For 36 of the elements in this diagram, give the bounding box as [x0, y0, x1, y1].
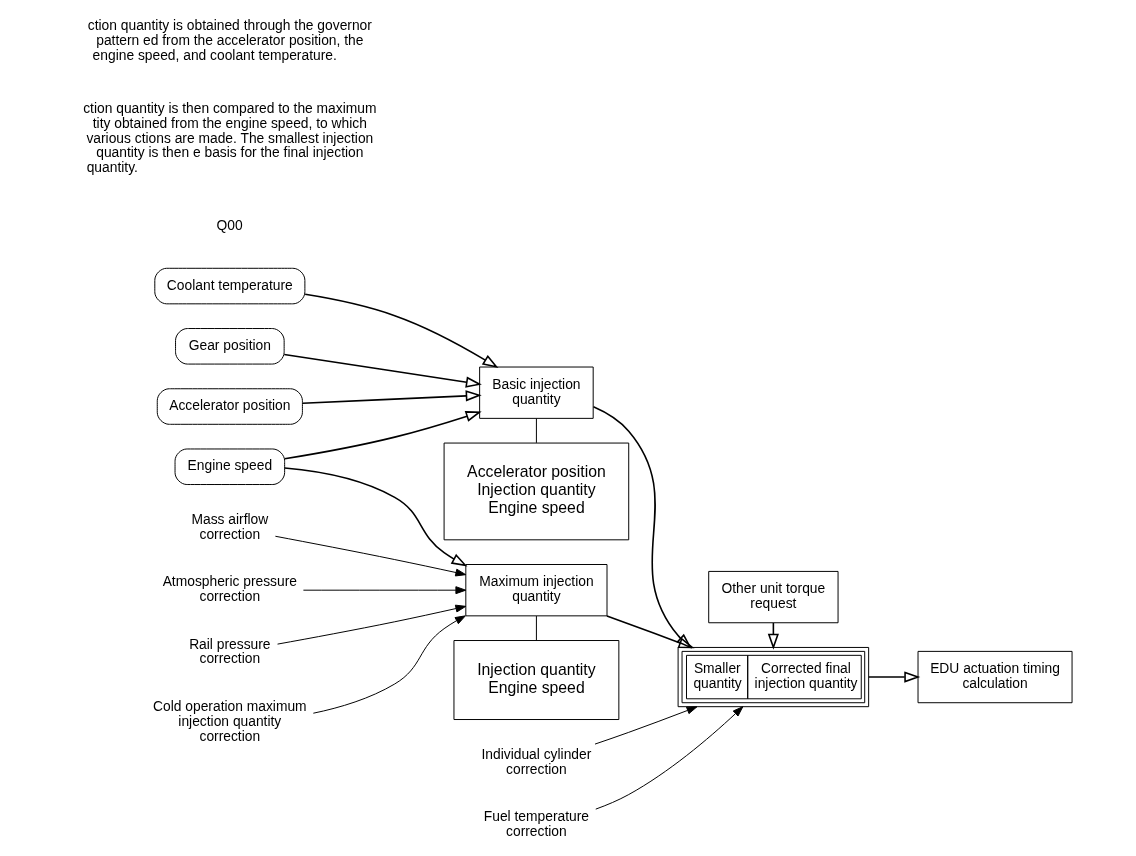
- connector: [535, 418, 537, 444]
- node-box: Accelerator position Injection quantity Engine speed: [443, 442, 629, 541]
- node-box: Injection quantity Engine speed: [452, 640, 619, 720]
- arrow: [274, 535, 466, 577]
- node-box: EDU actuation timing calculation: [917, 650, 1073, 704]
- arrow: [867, 671, 920, 683]
- arrow: [303, 293, 498, 369]
- arrow: [594, 706, 697, 745]
- arrow: [302, 586, 466, 595]
- arrow: [276, 604, 466, 645]
- connector: [535, 615, 537, 641]
- node-text: Cold operation maximum injection quantity correction: [152, 698, 307, 744]
- node-box: Other unit torque request: [707, 570, 839, 624]
- label: Q00: [216, 216, 243, 233]
- arrow: [594, 706, 743, 810]
- node-box: Smaller quantity Corrected final injection quantity: [677, 646, 869, 708]
- node-text: Mass airflow correction: [190, 511, 268, 543]
- node-box: Accelerator position: [156, 388, 303, 425]
- node-box: Maximum injection quantity: [464, 564, 607, 617]
- node-text: Individual cylinder correction: [481, 746, 591, 778]
- node-text: Atmospheric pressure correction: [162, 573, 297, 605]
- node-box: Coolant temperature: [153, 267, 305, 305]
- node-text: Fuel temperature correction: [483, 808, 589, 840]
- label: ction quantity is then compared to the maximum tity obtained from the engine speed, to which various ctions are made. The smallest injection quantity is then e basis for the final injection quantity.: [82, 99, 376, 176]
- arrow: [301, 390, 482, 405]
- node-text: Rail pressure correction: [188, 635, 271, 667]
- arrow: [592, 406, 692, 649]
- node-box: Engine speed: [174, 448, 285, 486]
- label: ction quantity is obtained through the governor pattern ed from the accelerator position, the engine speed, and coolant temperature.: [87, 17, 372, 63]
- arrow: [605, 615, 694, 649]
- arrow: [312, 615, 466, 714]
- node-box: Basic injection quantity: [478, 366, 594, 419]
- arrow: [282, 353, 482, 388]
- arrow: [283, 467, 467, 567]
- arrow: [283, 411, 482, 460]
- node-box: Gear position: [174, 328, 285, 365]
